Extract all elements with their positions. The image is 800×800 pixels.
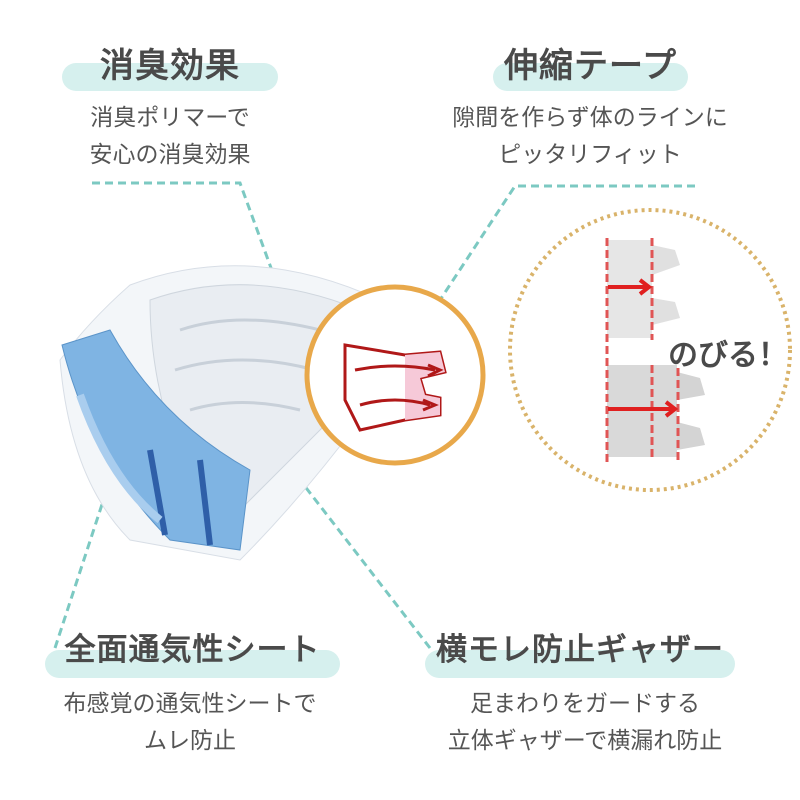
feature-title-deodorant: 消臭効果 <box>100 46 240 86</box>
title-pill <box>493 63 688 91</box>
leader-line-tape <box>438 184 695 301</box>
title-pill <box>425 650 735 678</box>
stretch-label: のびる！ <box>668 338 788 373</box>
leader-line-deodorant <box>92 181 292 321</box>
feature-desc-line: 足まわりをガードする <box>470 691 700 717</box>
title-pill <box>45 650 340 678</box>
stretch-demo-circle <box>508 208 792 492</box>
stretch-demo <box>605 238 705 463</box>
feature-desc-line: 安心の消臭効果 <box>89 142 251 168</box>
diaper-illustration <box>59 265 381 561</box>
feature-desc-line: 布感覚の通気性シートで <box>63 691 317 717</box>
feature-desc-line: ピッタリフィット <box>498 142 682 168</box>
leader-line-sheet <box>53 479 112 649</box>
feature-title-tape: 伸縮テープ <box>504 46 677 86</box>
tape-closeup <box>343 343 447 432</box>
feature-title-sheet: 全面通気性シート <box>64 632 321 668</box>
title-pill <box>62 63 278 91</box>
feature-desc-line: ムレ防止 <box>144 728 236 754</box>
feature-title-gather: 横モレ防止ギャザー <box>436 632 724 668</box>
leader-lines <box>53 181 695 649</box>
feature-desc-line: 消臭ポリマーで <box>90 105 250 131</box>
feature-desc-line: 隙間を作らず体のラインに <box>452 105 728 131</box>
leader-line-gather <box>298 479 432 649</box>
feature-desc-line: 立体ギャザーで横漏れ防止 <box>447 728 723 754</box>
